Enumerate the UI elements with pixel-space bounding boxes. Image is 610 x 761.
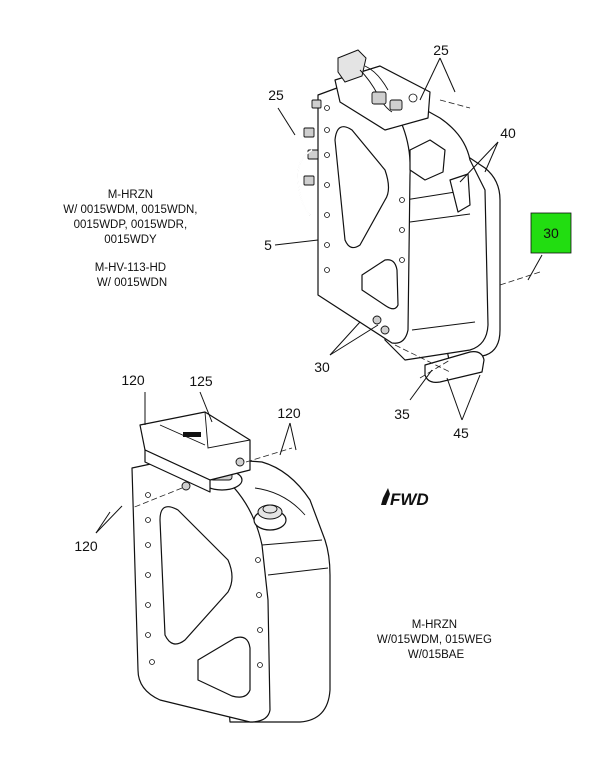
upper-tank-assembly bbox=[297, 49, 501, 383]
lower-tank-assembly bbox=[131, 411, 331, 723]
callout-30-highlight[interactable]: 30 bbox=[543, 225, 559, 241]
lower-leaders bbox=[95, 391, 297, 534]
forward-label: FWD bbox=[390, 490, 429, 509]
upper-note-line-5: M-HV-113-HD bbox=[95, 262, 166, 274]
forward-indicator: FWD bbox=[381, 488, 429, 509]
callout-35: 35 bbox=[394, 406, 410, 422]
upper-note-line-2: W/ 0015WDM, 0015WDN, bbox=[63, 204, 197, 216]
callout-120-right: 120 bbox=[277, 405, 301, 421]
highlighted-callout-box[interactable] bbox=[530, 212, 572, 254]
callout-45: 45 bbox=[453, 425, 469, 441]
callout-125: 125 bbox=[189, 373, 213, 389]
callout-5: 5 bbox=[264, 237, 272, 253]
upper-note-line-4: 0015WDY bbox=[104, 234, 157, 246]
callout-40: 40 bbox=[500, 125, 516, 141]
upper-leaders bbox=[274, 57, 543, 421]
lower-note-line-3: W/015BAE bbox=[408, 649, 465, 661]
upper-application-note: M-HRZN W/ 0015WDM, 0015WDN, 0015WDP, 001… bbox=[63, 189, 200, 289]
upper-note-line-6: W/ 0015WDN bbox=[97, 277, 167, 289]
lower-note-line-2: W/015WDM, 015WEG bbox=[377, 634, 492, 646]
forward-arrow-icon bbox=[381, 488, 390, 505]
lower-note-line-1: M-HRZN bbox=[412, 619, 457, 631]
upper-dashed-lines bbox=[394, 99, 541, 379]
callout-30-bottom: 30 bbox=[314, 359, 330, 375]
callout-120-top: 120 bbox=[121, 372, 145, 388]
callout-25-left: 25 bbox=[268, 87, 284, 103]
mounting-bolts-left bbox=[303, 99, 322, 186]
callout-25-top-right: 25 bbox=[433, 42, 449, 58]
lower-dashed-lines bbox=[131, 447, 293, 509]
lower-application-note: M-HRZN W/015WDM, 015WEG W/015BAE bbox=[377, 619, 495, 661]
callout-120-left: 120 bbox=[74, 538, 98, 554]
upper-note-line-3: 0015WDP, 0015WDR, bbox=[74, 219, 188, 231]
upper-note-line-1: M-HRZN bbox=[108, 189, 153, 201]
